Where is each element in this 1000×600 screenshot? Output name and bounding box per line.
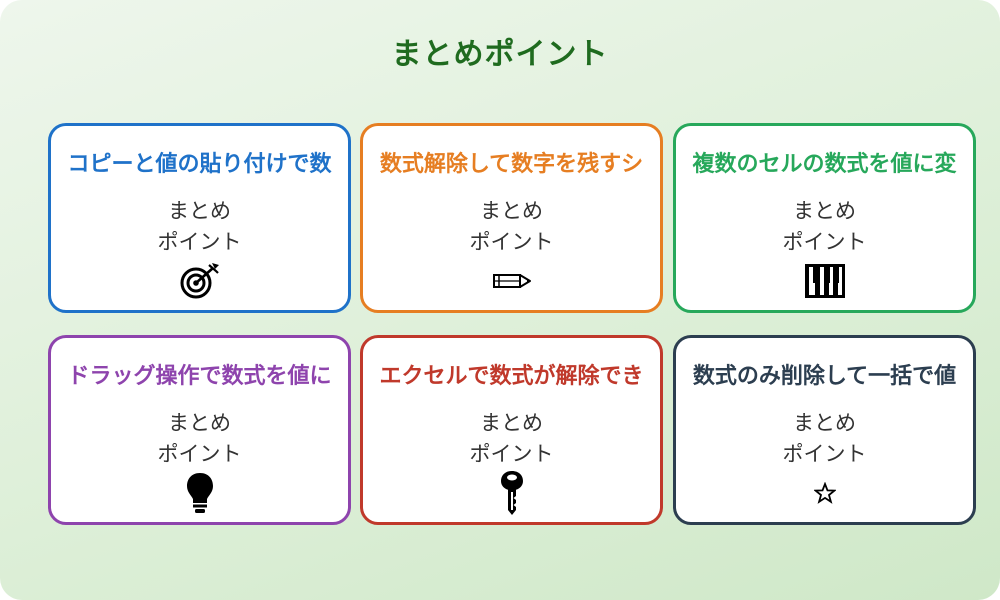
target-icon	[51, 260, 348, 302]
summary-card: ドラッグ操作で数式を値に まとめ ポイント	[48, 335, 351, 525]
card-title: コピーと値の貼り付けで数	[67, 152, 332, 177]
card-title: 複数のセルの数式を値に変	[692, 152, 957, 177]
card-label-line2: ポイント	[782, 442, 867, 466]
card-title: 数式のみ削除して一括で値	[692, 364, 957, 389]
card-title: ドラッグ操作で数式を値に	[67, 364, 332, 389]
card-label-line1: まとめ	[480, 411, 543, 435]
card-label-line1: まとめ	[480, 199, 543, 223]
card-title: エクセルで数式が解除でき	[379, 364, 644, 389]
card-label-line1: まとめ	[168, 411, 231, 435]
card-label-line1: まとめ	[793, 199, 856, 223]
card-title: 数式解除して数字を残すシ	[379, 152, 644, 177]
summary-card: エクセルで数式が解除でき まとめ ポイント	[360, 335, 663, 525]
summary-card: コピーと値の貼り付けで数 まとめ ポイント	[48, 123, 351, 313]
pencil-icon	[363, 260, 660, 302]
card-label-line2: ポイント	[157, 442, 242, 466]
card-label-line1: まとめ	[793, 411, 856, 435]
page-title: まとめポイント	[391, 37, 609, 72]
card-label-line2: ポイント	[782, 230, 867, 254]
summary-card: 数式解除して数字を残すシ まとめ ポイント	[360, 123, 663, 313]
summary-card: 数式のみ削除して一括で値 まとめ ポイント	[673, 335, 976, 525]
star-icon	[676, 472, 973, 514]
card-label-line2: ポイント	[469, 442, 554, 466]
card-label-line2: ポイント	[157, 230, 242, 254]
summary-card: 複数のセルの数式を値に変 まとめ ポイント	[673, 123, 976, 313]
card-label-line1: まとめ	[168, 199, 231, 223]
keyboard-icon	[676, 260, 973, 302]
key-icon	[363, 471, 660, 515]
card-label-line2: ポイント	[469, 230, 554, 254]
lightbulb-icon	[51, 472, 348, 514]
